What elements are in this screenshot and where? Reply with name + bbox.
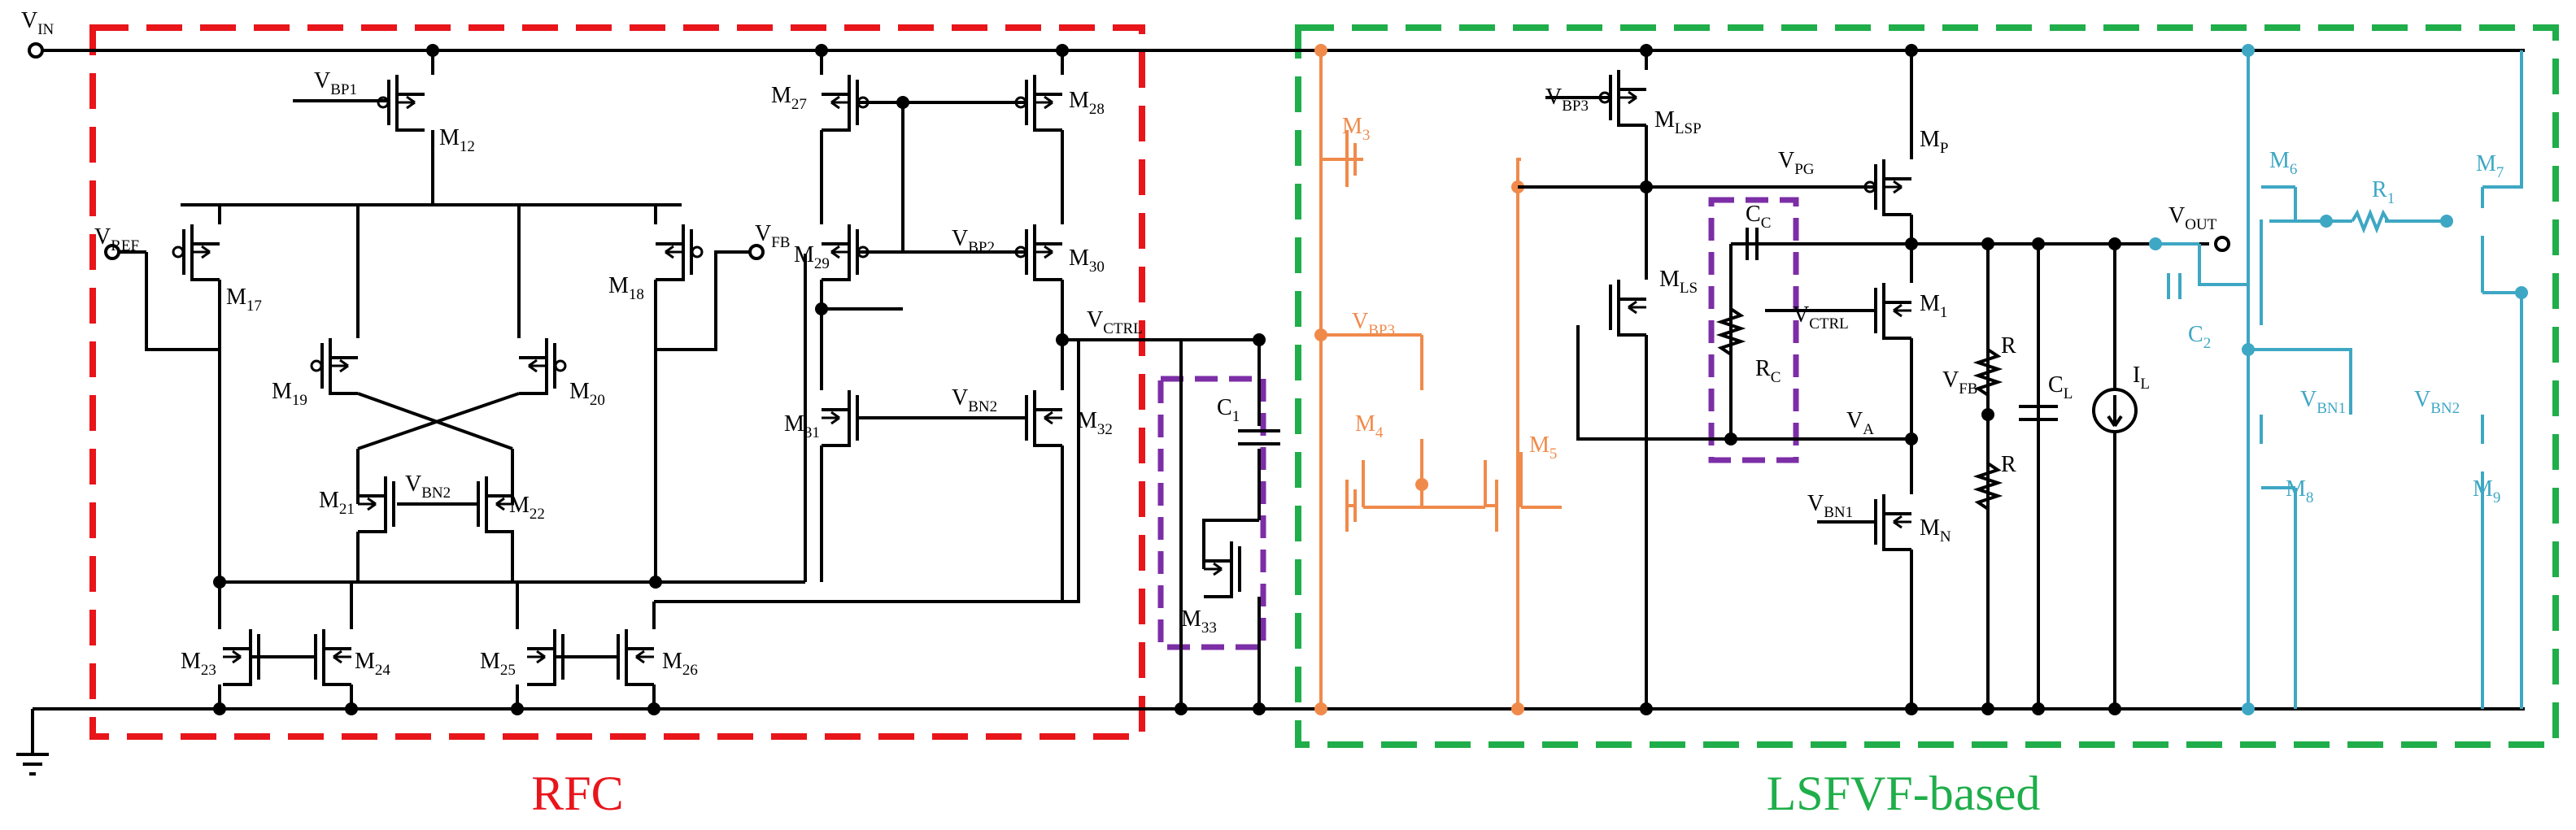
cl-capacitor — [2019, 405, 2058, 421]
vin-terminal[interactable] — [28, 42, 44, 59]
mn-transistor — [1874, 493, 1913, 551]
m20-label: M20 — [569, 379, 605, 409]
m32-label: M32 — [1077, 408, 1113, 438]
vbn2-a-label: VBN2 — [405, 471, 451, 502]
r-top-resistor — [1972, 348, 2003, 397]
m7-label: M7 — [2476, 151, 2504, 181]
m25-label: M25 — [480, 649, 516, 679]
vctrl-out-label: VCTRL — [1087, 307, 1143, 337]
gnd-rail — [16, 707, 2525, 776]
vbn1-label: VBN1 — [1807, 491, 1853, 521]
r-bot-resistor — [1972, 462, 2003, 511]
m33-transistor — [1202, 540, 1241, 598]
c2-label: C2 — [2188, 322, 2211, 352]
m28-label: M28 — [1069, 88, 1105, 118]
rfc-box — [89, 24, 1145, 740]
m24-label: M24 — [355, 649, 390, 679]
mp-label: MP — [1920, 127, 1948, 157]
m31-label: M31 — [784, 411, 820, 441]
vin-label: VIN — [21, 8, 54, 38]
c1-box — [1157, 376, 1266, 650]
m26-transistor — [617, 628, 656, 686]
vbn2-b-label: VBN2 — [952, 385, 997, 415]
m6-label: M6 — [2269, 148, 2297, 178]
mlsp-label: MLSP — [1654, 107, 1702, 137]
m21-transistor — [356, 475, 395, 533]
va-label: VA — [1846, 408, 1874, 438]
m31-transistor — [820, 389, 859, 447]
m1-transistor — [1874, 281, 1913, 340]
m32-transistor — [1025, 389, 1064, 447]
mls-label: MLS — [1659, 267, 1698, 297]
cl-label: CL — [2048, 372, 2073, 402]
m18-label: M18 — [608, 273, 644, 303]
rc-resistor — [1715, 307, 1746, 356]
r-top-label: R — [2001, 333, 2016, 359]
vfb-out-label: VFB — [1942, 367, 1977, 398]
c1-label: C1 — [1217, 395, 1240, 425]
vout-label: VOUT — [2168, 203, 2217, 233]
il-label: IL — [2133, 363, 2150, 393]
m26-label: M26 — [662, 649, 698, 679]
r-bot-label: R — [2001, 452, 2016, 477]
m19-label: M19 — [272, 379, 307, 409]
vbp1-label: VBP1 — [314, 68, 357, 98]
m33-label: M33 — [1181, 606, 1217, 637]
m5-label: M5 — [1529, 432, 1557, 463]
m27-label: M27 — [771, 83, 807, 113]
cc-label: CC — [1746, 202, 1771, 232]
vref-label: VREF — [94, 224, 139, 254]
m21-label: M21 — [319, 488, 355, 518]
m4-label: M4 — [1355, 411, 1384, 441]
m29-label: M29 — [794, 242, 830, 272]
m17-transistor — [172, 223, 221, 281]
m24-transistor — [314, 628, 353, 686]
cc-box — [1708, 197, 1799, 463]
lsfvf-label: LSFVF-based — [1767, 767, 2041, 820]
m12-label: M12 — [439, 125, 475, 155]
m22-label: M22 — [509, 493, 545, 523]
vout-terminal[interactable] — [2214, 236, 2230, 252]
m18-transistor — [654, 223, 704, 281]
m30-label: M30 — [1069, 246, 1105, 276]
m20-transistor — [517, 337, 567, 395]
mn-label: MN — [1920, 515, 1951, 545]
rfc-label: RFC — [531, 767, 623, 820]
m1-label: M1 — [1920, 291, 1947, 321]
vbn2-c-label: VBN2 — [2414, 387, 2460, 417]
cc-capacitor — [1746, 228, 1759, 260]
m9-label: M9 — [2473, 476, 2500, 506]
m19-transistor — [310, 337, 360, 395]
rc-label: RC — [1755, 356, 1781, 386]
m23-label: M23 — [181, 649, 216, 679]
r1-label: R1 — [2372, 177, 2395, 207]
vbn1-c-label: VBN1 — [2300, 387, 2346, 417]
vpg-label: VPG — [1778, 148, 1815, 178]
lsfvf-box — [1295, 24, 2559, 748]
vctrl-in-label: VCTRL — [1793, 302, 1849, 332]
mls-transistor — [1609, 278, 1648, 337]
m17-label: M17 — [226, 285, 262, 315]
vbp3-b-label: VBP3 — [1545, 85, 1589, 115]
m8-label: M8 — [2286, 476, 2313, 506]
